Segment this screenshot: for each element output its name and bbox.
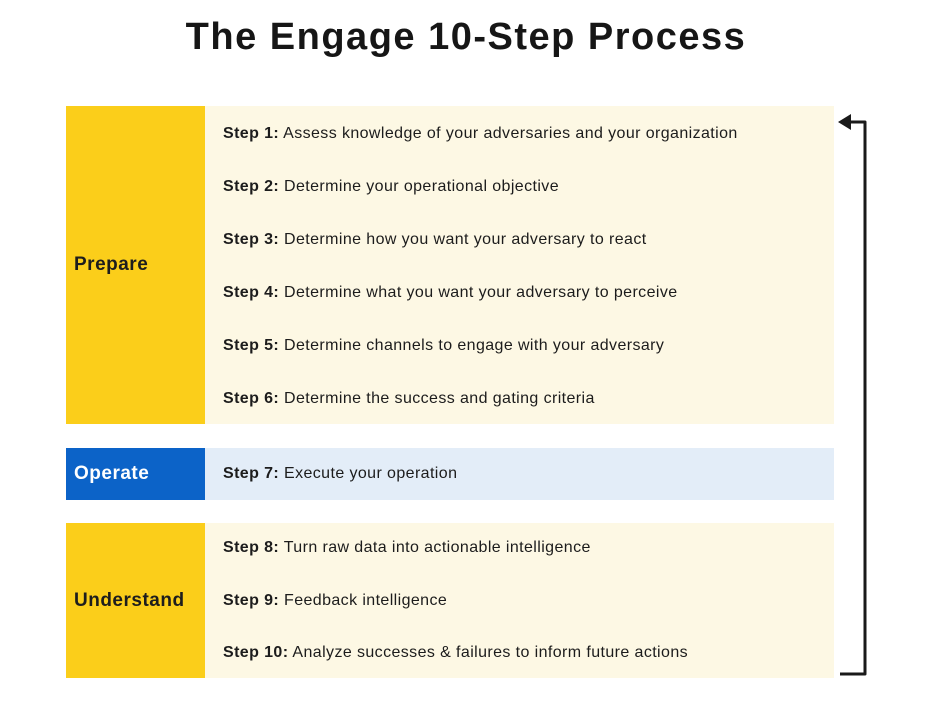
step-description: Determine how you want your adversary to… (284, 231, 647, 248)
phase-operate: Operate Step 7: Execute your operation (66, 448, 834, 500)
step-number: Step 1: (223, 125, 280, 142)
step-5: Step 5: Determine channels to engage wit… (223, 336, 664, 356)
step-8: Step 8: Turn raw data into actionable in… (223, 538, 591, 558)
step-description: Turn raw data into actionable intelligen… (283, 539, 591, 556)
phase-understand: Understand Step 8: Turn raw data into ac… (66, 523, 834, 678)
step-number: Step 10: (223, 644, 289, 661)
step-2: Step 2: Determine your operational objec… (223, 177, 559, 197)
step-4: Step 4: Determine what you want your adv… (223, 283, 678, 303)
step-description: Determine the success and gating criteri… (284, 390, 595, 407)
phase-label-operate: Operate (66, 448, 205, 500)
step-description: Analyze successes & failures to inform f… (292, 644, 689, 661)
step-number: Step 4: (223, 284, 280, 301)
step-6: Step 6: Determine the success and gating… (223, 389, 595, 409)
step-number: Step 8: (223, 539, 280, 556)
phase-steps-prepare: Step 1: Assess knowledge of your adversa… (205, 106, 834, 424)
phase-label-prepare: Prepare (66, 106, 205, 424)
phase-steps-understand: Step 8: Turn raw data into actionable in… (205, 523, 834, 678)
step-description: Assess knowledge of your adversaries and… (283, 125, 738, 142)
step-1: Step 1: Assess knowledge of your adversa… (223, 124, 738, 144)
step-7: Step 7: Execute your operation (223, 464, 457, 484)
step-3: Step 3: Determine how you want your adve… (223, 230, 647, 250)
step-number: Step 2: (223, 178, 280, 195)
step-description: Determine what you want your adversary t… (284, 284, 678, 301)
step-number: Step 3: (223, 231, 280, 248)
step-number: Step 7: (223, 465, 280, 482)
phase-label-understand: Understand (66, 523, 205, 678)
step-number: Step 9: (223, 592, 280, 609)
step-description: Determine channels to engage with your a… (284, 337, 665, 354)
step-description: Feedback intelligence (284, 592, 448, 609)
phase-prepare: Prepare Step 1: Assess knowledge of your… (66, 106, 834, 424)
step-description: Execute your operation (284, 465, 458, 482)
page-title: The Engage 10-Step Process (185, 16, 747, 58)
step-number: Step 5: (223, 337, 280, 354)
step-9: Step 9: Feedback intelligence (223, 591, 447, 611)
step-description: Determine your operational objective (284, 178, 560, 195)
step-number: Step 6: (223, 390, 280, 407)
phase-steps-operate: Step 7: Execute your operation (205, 448, 834, 500)
step-10: Step 10: Analyze successes & failures to… (223, 643, 688, 663)
return-loop-arrow-icon (838, 114, 867, 676)
